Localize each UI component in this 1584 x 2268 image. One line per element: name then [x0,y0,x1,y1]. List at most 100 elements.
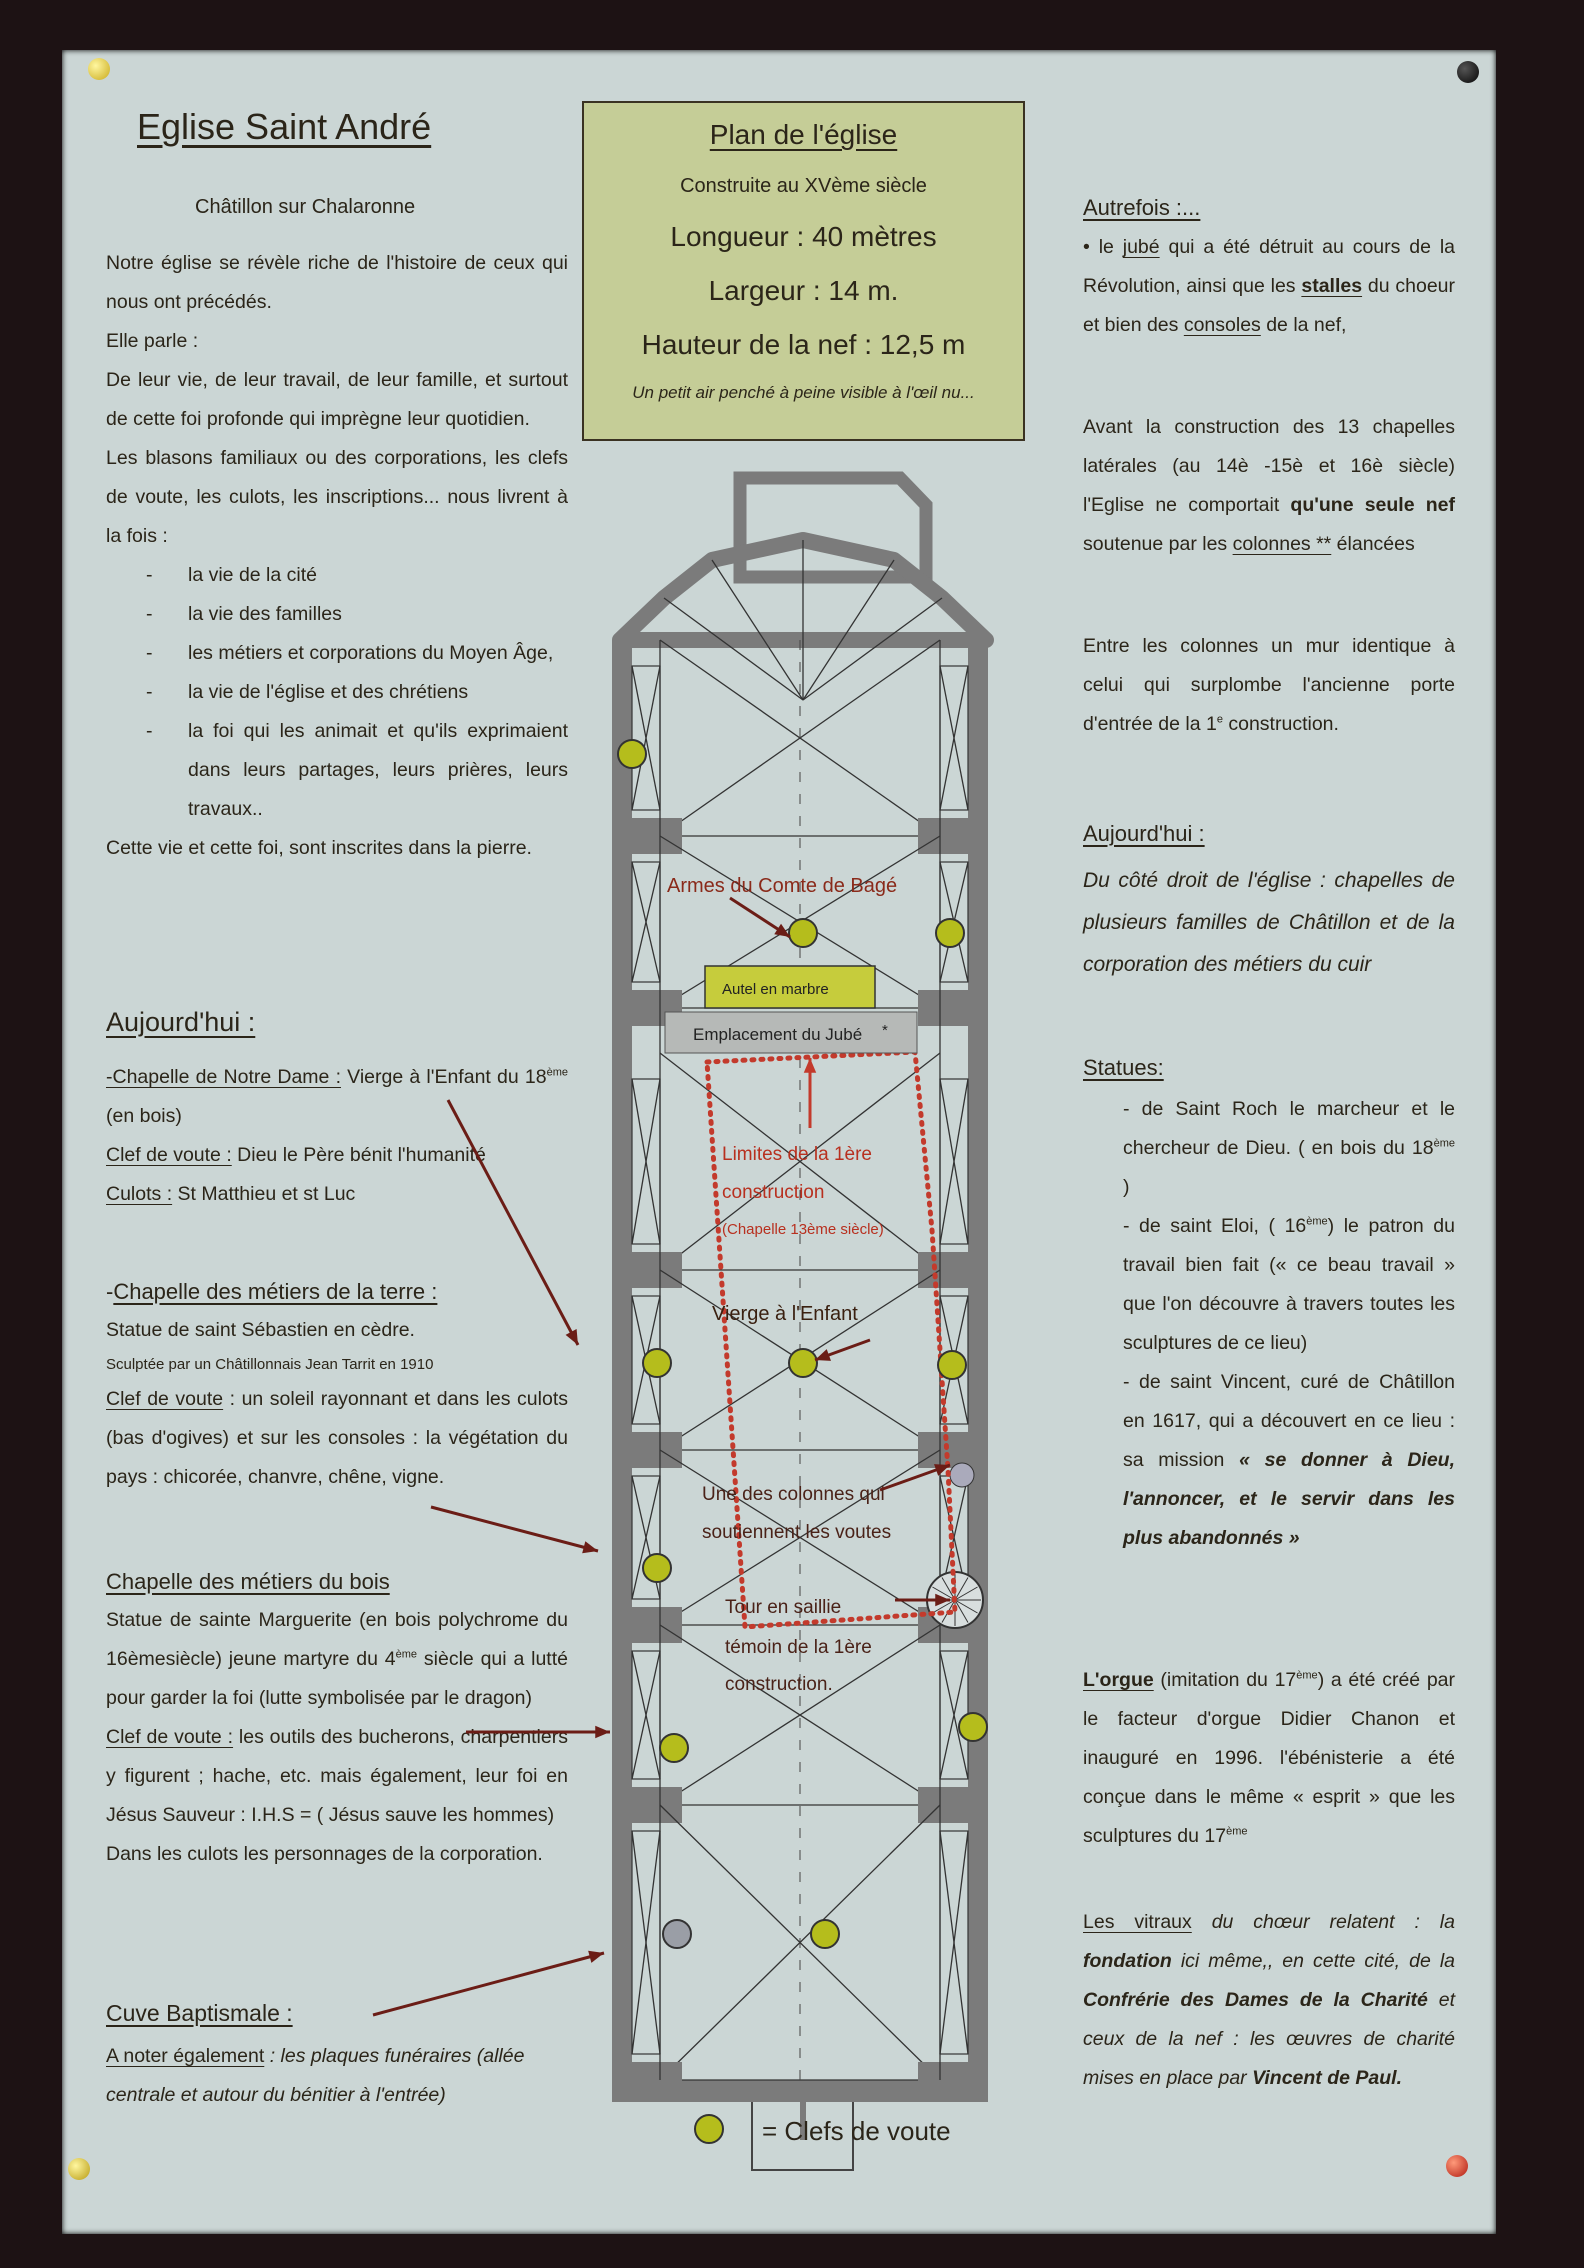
vierge-label: Vierge à l'Enfant [712,1303,858,1325]
limites-label-1: Limites de la 1ère [722,1144,872,1165]
intro-paragraph: Elle parle : [106,330,199,352]
keystone-icon [642,1348,672,1378]
keystone-icon [810,1919,840,1949]
section-a-noter-segment: A noter également [106,2045,265,2067]
autrefois-jube-segment: de la nef, [1260,314,1347,336]
notre-dame-text-segment: (en bois) [106,1105,182,1127]
notre-dame-clef-segment: Dieu le Père bénit l'humanité [231,1144,486,1166]
right-buttress [918,818,988,854]
stair-step [954,1599,969,1623]
apse-rib [802,559,895,701]
facade-wall [612,2080,988,2102]
chapel-rib [631,1830,661,2055]
statue-eloi-segment: - de saint Eloi, ( 16 [1123,1215,1307,1237]
terre-clef: Clef de voute : un soleil rayonnant et d… [106,1380,568,1497]
terre-clef-segment: Clef de voute [106,1388,224,1410]
autrefois-entre-segment: construction. [1222,713,1339,735]
section-vitraux: Les vitraux du chœur relatent : la fonda… [1083,1903,1455,2098]
arrow-bois-head [595,1725,610,1739]
right-buttress [918,2062,988,2098]
intro-section: Notre église se révèle riche de l'histoi… [106,244,568,868]
plan-labels: Autel en marbre Emplacement du Jubé * Ar… [664,875,951,2146]
info-title-text: Plan de l'église [709,119,898,150]
stair-step [954,1577,969,1601]
bois-clef-segment: Clef de voute : [106,1726,234,1748]
legend-label: = Clefs de voute [762,2116,951,2146]
arrow-jube-head [803,1058,817,1073]
pin-top-left [88,58,110,80]
limites-label-2: construction [722,1182,824,1203]
info-title: Plan de l'église [584,119,1023,151]
arrow-armes-head [774,923,790,937]
page-title: Eglise Saint André [137,106,432,147]
intro-list: la vie de la cité la vie des familles le… [106,556,568,829]
notre-dame-culots-segment: Culots : [106,1183,173,1205]
autel-box [704,965,876,1009]
plan-info-box: Plan de l'église Construite au XVème siè… [582,101,1025,441]
section-a-noter: A noter également : les plaques funérair… [106,2037,546,2115]
tour-label-2: témoin de la 1ère [725,1637,872,1658]
section-vitraux-segment: et ceux de la nef : les œuvres de charit… [1083,1989,1455,2089]
statue-roch-segment: - de Saint Roch le marcheur et le cherch… [1123,1098,1455,1159]
vault-rib [659,1624,941,1806]
tour-label-1: Tour en saillie [725,1597,841,1618]
limites-label-3: (Chapelle 13ème siècle) [722,1221,884,1238]
plan-geometry [372,471,994,2171]
chapel-rib [939,665,969,811]
vault-rib [659,1052,941,1271]
stair-step [932,1586,956,1601]
heading-statues: Statues: [1083,1055,1164,1080]
notre-dame-text-segment: Vierge à l'Enfant du 18 [341,1066,547,1088]
chapel-rib [939,1830,969,2055]
statue-eloi: - de saint Eloi, ( 16ème) le patron du t… [1123,1207,1455,1363]
keystone-icon [642,1553,672,1583]
statues-list: - de Saint Roch le marcheur et le cherch… [1123,1090,1455,1558]
terre-clef-segment: : un soleil rayonnant et dans les culots… [106,1388,568,1488]
pin-bottom-right [1446,2155,1468,2177]
info-height: Hauteur de la nef : 12,5 m [641,329,966,360]
right-buttress [918,990,988,1026]
right-outer-wall [968,640,988,2100]
statue-vincent: - de saint Vincent, curé de Châtillon en… [1123,1363,1455,1558]
statue-vincent-segment: « se donner à Dieu, l'annoncer, et le se… [1123,1449,1456,1549]
notre-dame-culots-segment: St Matthieu et st Luc [172,1183,356,1205]
notre-dame-culots: Culots : St Matthieu et st Luc [106,1175,568,1214]
autrefois-avant-segment: colonnes ** [1232,533,1332,555]
heading-autrefois: Autrefois :... [1083,195,1201,220]
stair-step [941,1577,956,1601]
keystone-icon [958,1712,988,1742]
autrefois-avant-segment: soutenue par les [1083,533,1233,555]
list-item: la vie de la cité [146,556,568,595]
arrow-notre-dame-head [565,1329,578,1345]
notre-dame-text-segment: ème [546,1066,568,1079]
pin-bottom-left [68,2158,90,2180]
chapel-rib [631,665,661,811]
jube-label: Emplacement du Jubé [693,1025,862,1044]
keystone-icon [788,918,818,948]
page-subtitle: Châtillon sur Chalaronne [195,196,416,218]
terre-title-segment: - [106,1279,114,1304]
bois-statue: Statue de sainte Marguerite (en bois pol… [106,1601,568,1718]
bois-statue-segment: Statue de sainte Marguerite (en bois pol… [106,1609,568,1670]
apse-wall [612,532,994,648]
keystone-icon [788,1348,818,1378]
autel-label: Autel en marbre [722,981,829,998]
keystone-icon [617,739,647,769]
notre-dame-clef-segment: Clef de voute : [106,1144,232,1166]
info-width: Largeur : 14 m. [708,275,899,306]
right-buttress [918,1432,988,1468]
chapel-rib [939,1650,969,1780]
keystone-gray-icon [662,1919,692,1949]
arrow-vierge-head [815,1349,831,1361]
heading-aujourdhui-left: Aujourd'hui : [106,1007,256,1037]
entrance-porch [751,2102,854,2171]
left-buttress [612,1787,682,1823]
left-outer-wall [612,640,632,2100]
left-buttress [612,1252,682,1288]
info-note: Un petit air penché à peine visible à l'… [632,383,975,402]
stair-step [954,1599,978,1614]
right-buttress [918,1787,988,1823]
chapel-rib [631,1078,661,1245]
chapel-rib [631,1650,661,1780]
arrow-terre [430,1505,599,1553]
